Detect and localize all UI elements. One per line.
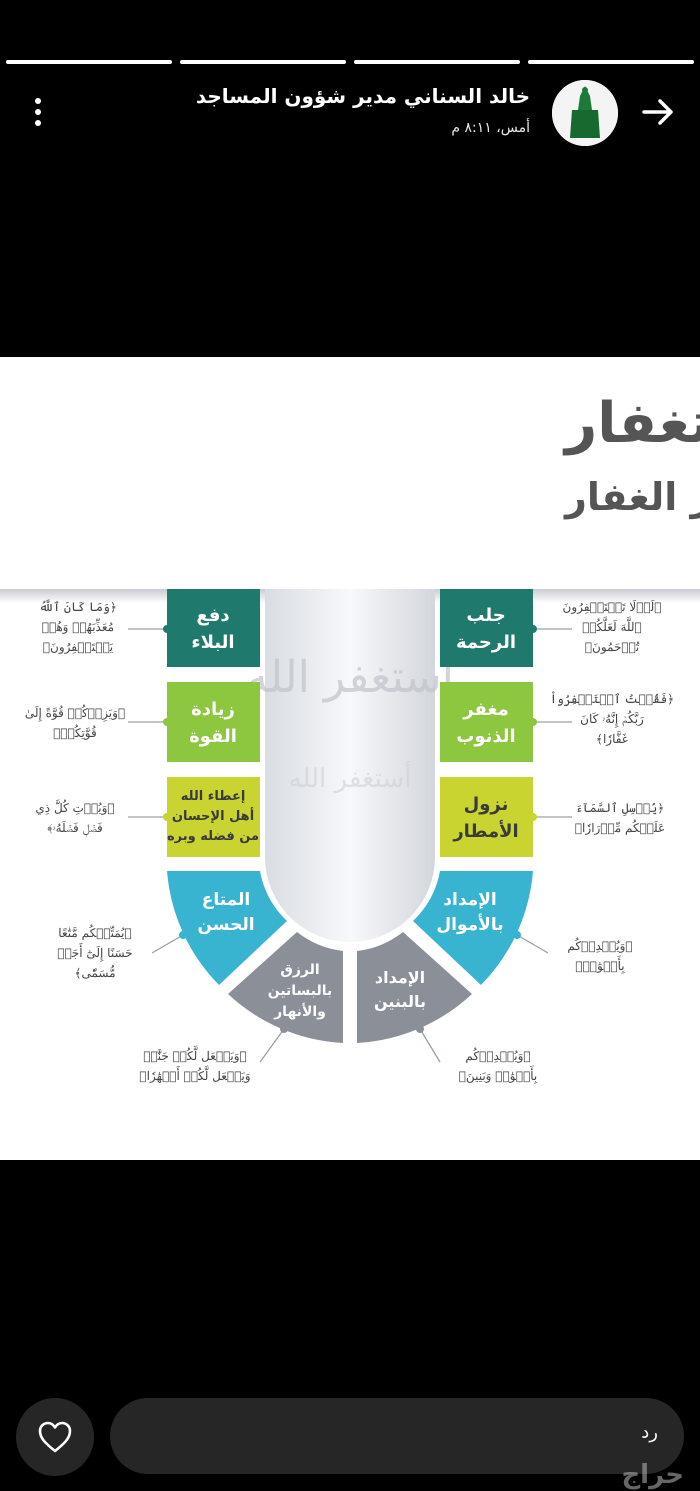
verse-text: حَسَنًا إِلَىٰٓ أَجَلٖ (57, 943, 132, 962)
verse-text: بِأَمۡوَٰلٖ وَبَنِينَ﴾ (459, 1065, 538, 1084)
connector (128, 628, 572, 1063)
fruit-label: الحسن (197, 915, 254, 935)
verse-text: ﴿وَيُؤۡتِ كُلَّ ذِي (35, 798, 114, 815)
calligraphy-watermark: أستغفر الله (246, 647, 454, 703)
verse-text: ﴿وَيُمۡدِدۡكُم (567, 937, 632, 953)
verse-text: غَفَّارٗا﴾ (596, 730, 628, 746)
fruit-label: مغفر (462, 699, 508, 720)
fruit-segment (167, 871, 287, 985)
fruit-box (167, 682, 260, 762)
calligraphy-watermark: أستغفر الله (289, 760, 412, 794)
verse-text: ﴿فَقُلۡتُ ٱسۡتَغۡفِرُواْ (550, 691, 674, 706)
fruit-label: جلب (466, 605, 505, 626)
verse-text: يَسۡتَغۡفِرُونَ﴾ (43, 640, 114, 654)
fruit-label: الرزق (280, 962, 319, 978)
fruit-box (440, 589, 533, 667)
kebab-menu-icon[interactable] (30, 98, 46, 134)
story-image: ثمرات الاستغفار من كتاب الله العزيز الغف… (0, 357, 700, 1160)
reply-input[interactable]: رد (110, 1398, 684, 1474)
like-button[interactable] (16, 1398, 94, 1476)
fruit-label: زيادة (191, 699, 235, 720)
fruit-label: الرحمة (456, 632, 516, 653)
fruit-box (167, 589, 260, 667)
fruit-label: بالبساتين (268, 983, 333, 999)
story-footer: رد (0, 1398, 700, 1478)
fruit-label: إعطاء الله (181, 789, 246, 804)
fruit-label: المتاع (202, 890, 251, 910)
verse-text: ﴿وَمَا كَانَ ٱللَّهُ (39, 599, 117, 614)
progress-segment (528, 60, 694, 64)
verse-text: وَيَجۡعَل لَّكُمۡ أَنۡهَٰرٗا﴾ (139, 1064, 250, 1083)
center-pill (265, 589, 435, 942)
progress-segment (354, 60, 520, 64)
verse-text: قُوَّتِكُمۡ﴾ (53, 724, 97, 740)
verse-text: ﴿وَيَزِدۡكُمۡ قُوَّةً إِلَىٰ (25, 704, 125, 722)
fruit-box (167, 777, 260, 857)
fruit-label: والأنهار (273, 1003, 326, 1020)
fruit-label: من فضله وبره (167, 829, 259, 844)
poster-subtitle: من كتاب الله العزيز الغفار (563, 475, 700, 519)
fruit-label: أهل الإحسان (172, 807, 254, 824)
fruit-label: الأمطار (452, 820, 518, 842)
verse-text: ﴿لَوۡلَا تَسۡتَغۡفِرُونَ (563, 599, 662, 614)
verse-text: تُرۡحَمُونَ﴾ (585, 640, 640, 654)
fruit-segment (228, 932, 343, 1043)
verse-text: ٱللَّهَ لَعَلَّكُمۡ (582, 615, 642, 634)
user-name[interactable]: خالد السناني مدير شؤون المساجد (195, 84, 530, 108)
fruit-label: بالأموال (436, 914, 503, 935)
fruit-label: القوة (189, 726, 237, 747)
fruit-segment (413, 871, 533, 985)
fruit-box (440, 682, 533, 762)
story-header: خالد السناني مدير شؤون المساجد أمس، ٨:١١… (0, 76, 700, 156)
reply-placeholder: رد (641, 1422, 658, 1443)
story-progress-bar (6, 60, 694, 64)
post-time: أمس، ٨:١١ م (451, 120, 530, 136)
arrow-right-icon[interactable] (638, 92, 678, 132)
fruit-label: الإمداد (375, 968, 425, 987)
progress-segment (6, 60, 172, 64)
verse-text: فَضۡلٖ فَضۡلَهُۥ﴾ (47, 820, 102, 837)
verse-text: ﴿وَيَجۡعَل لَّكُمۡ جَنَّٰتٖ (143, 1044, 246, 1063)
verse-text: مُعَذِّبَهُمۡ وَهُمۡ (42, 618, 114, 634)
verse-text: عَلَيۡكُم مِّدۡرَارٗا﴾ (575, 819, 665, 835)
fruit-box (440, 777, 533, 857)
avatar[interactable] (552, 80, 618, 146)
fruit-label: البلاء (191, 632, 234, 653)
fruit-label: الإمداد (443, 890, 496, 910)
progress-segment (180, 60, 346, 64)
fruit-label: دفع (196, 605, 229, 626)
haraj-watermark: حراج (621, 1460, 684, 1490)
poster-title: ثمرات الاستغفار (562, 391, 700, 456)
fruit-label: نزول (464, 794, 509, 815)
fruit-label: بالبنين (374, 992, 426, 1011)
fruit-segment (357, 932, 472, 1043)
heart-icon (38, 1421, 72, 1453)
verse-text: مُّسَمّٗى﴾ (74, 964, 115, 980)
verse-text: بِأَمۡوَٰلٖ﴾ (575, 955, 625, 974)
verse-text: رَبَّكُمۡ إِنَّهُۥ كَانَ (580, 710, 644, 728)
fruit-label: الذنوب (456, 726, 515, 747)
verse-text: ﴿يُمَتِّعۡكُم مَّتَٰعًا (58, 924, 131, 940)
infographic: ثمرات الاستغفار من كتاب الله العزيز الغف… (0, 391, 700, 1084)
verse-text: ﴿وَيُمۡدِدۡكُم (465, 1047, 530, 1063)
verse-text: ﴿يُرۡسِلِ ٱلسَّمَآءَ (576, 801, 665, 816)
connector-dots (163, 625, 537, 1033)
